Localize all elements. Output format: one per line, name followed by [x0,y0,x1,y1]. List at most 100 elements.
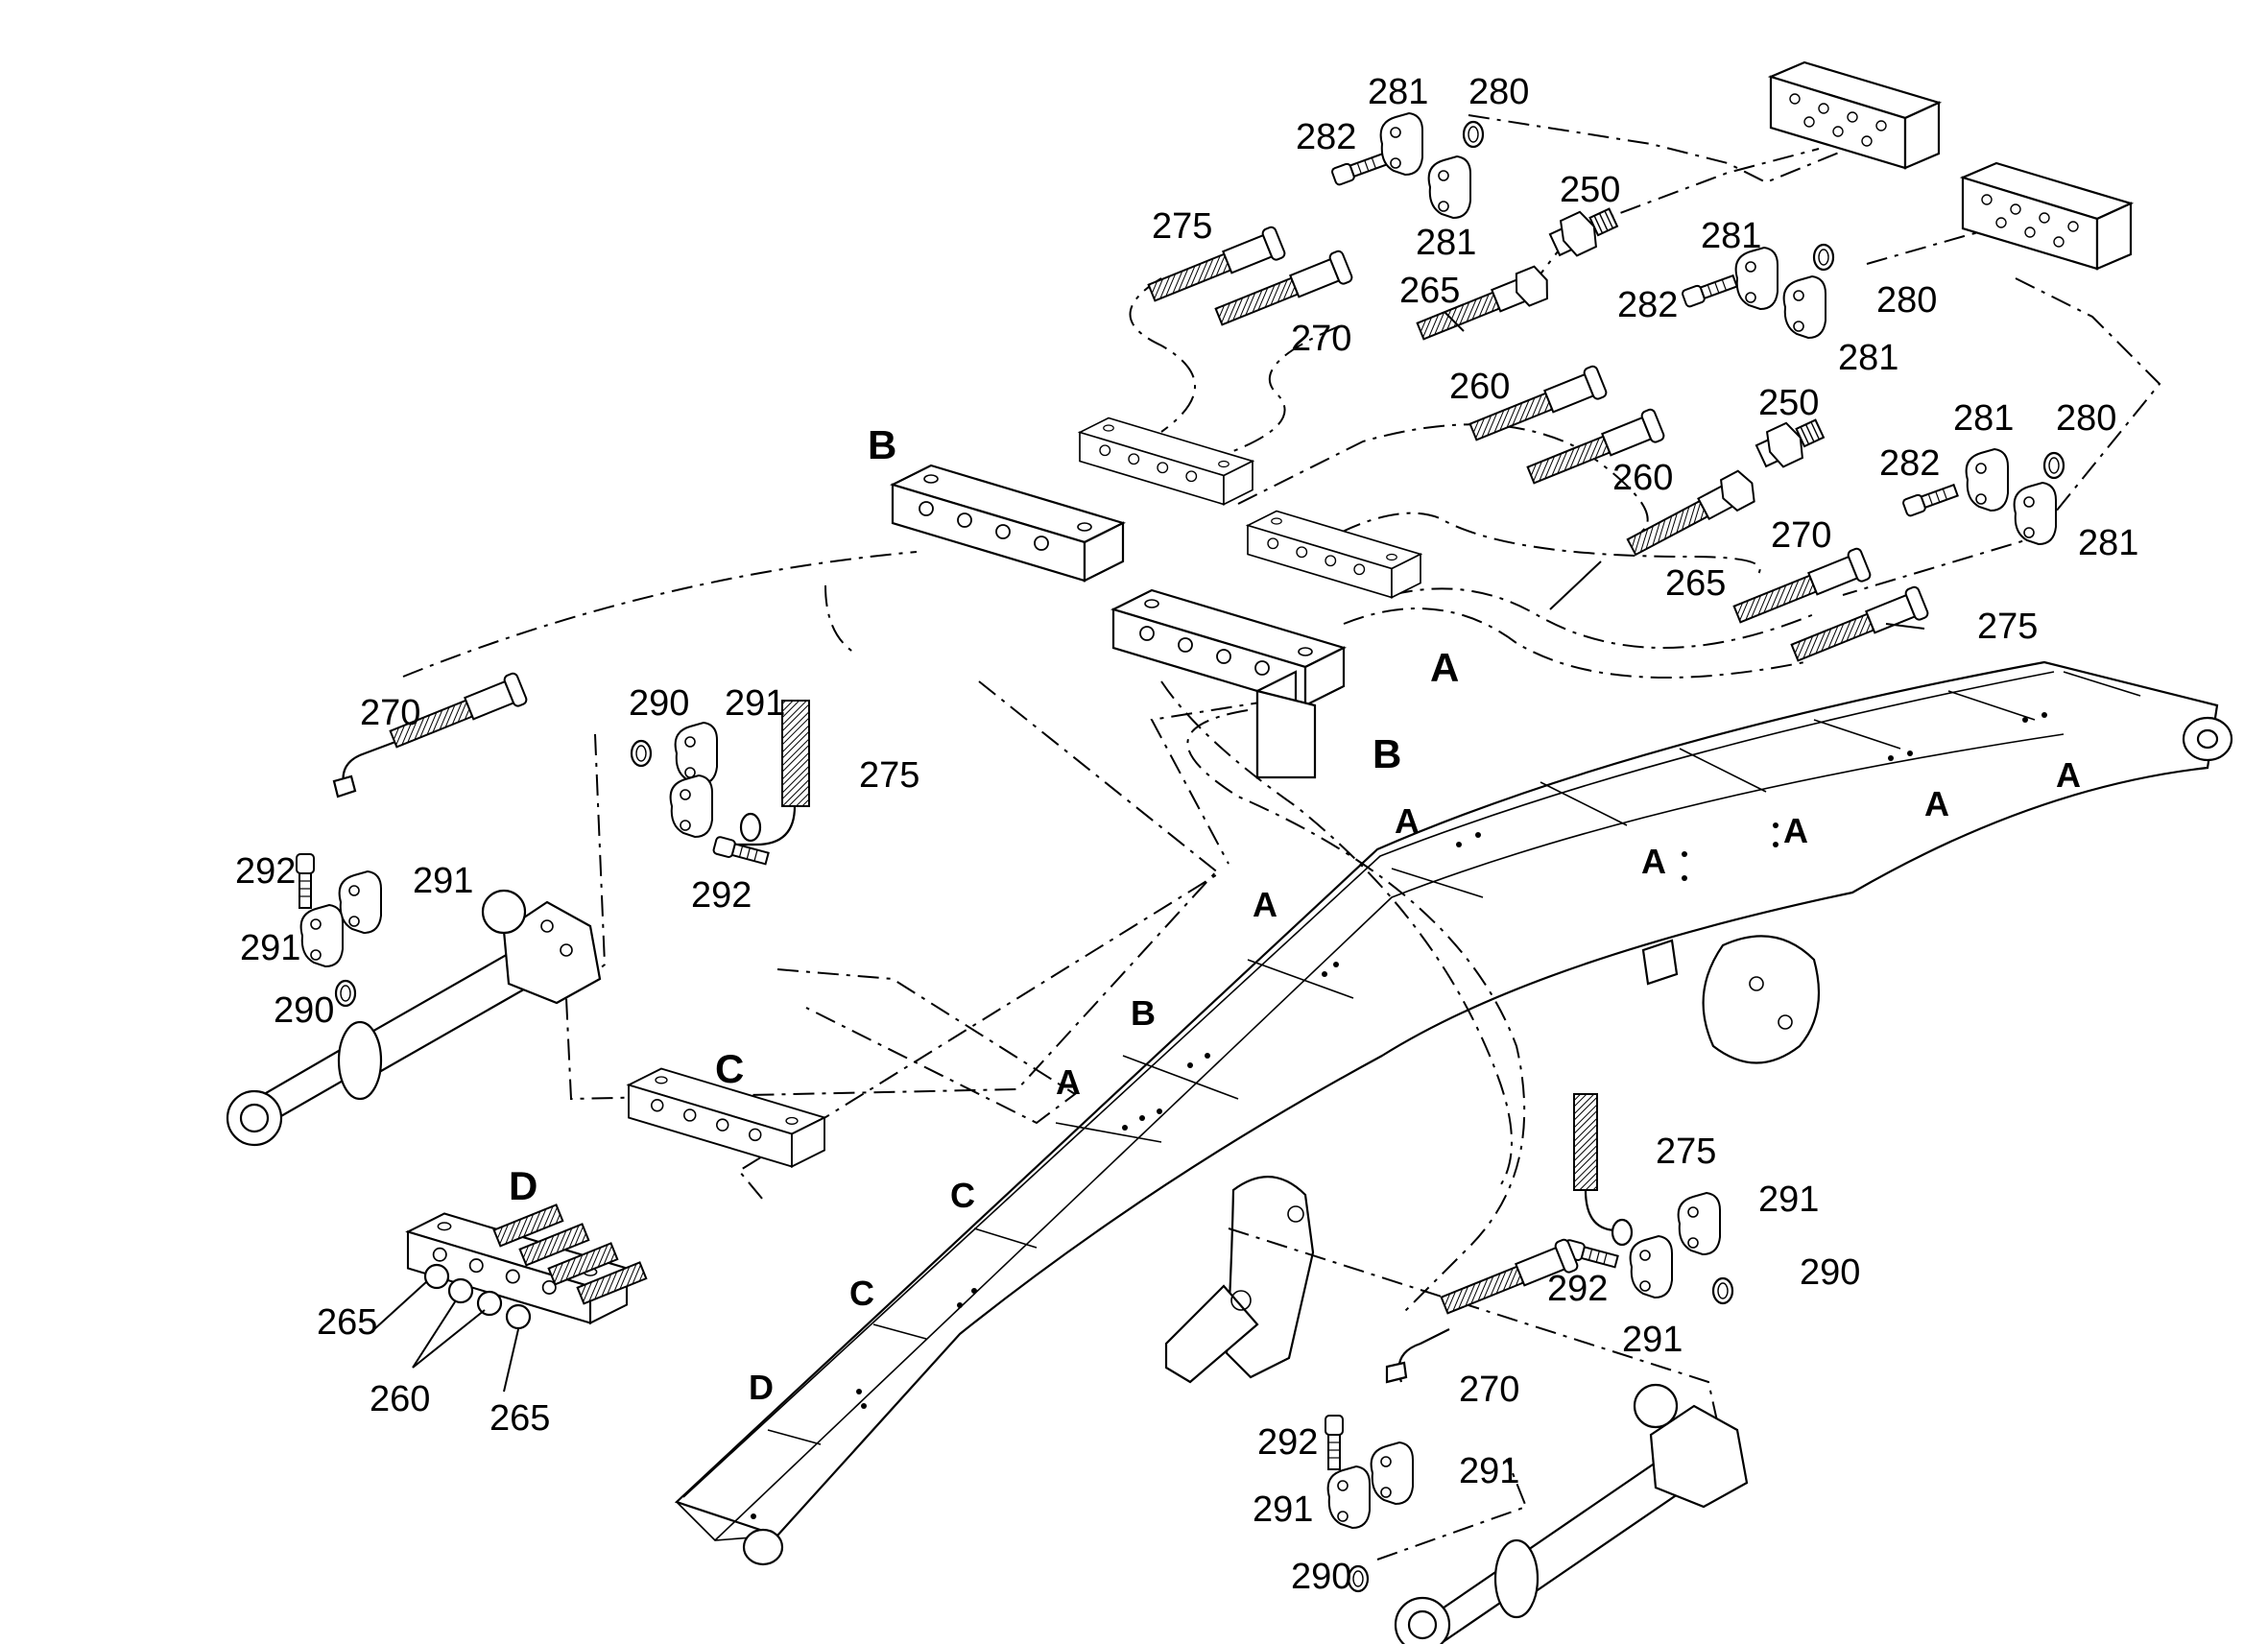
o-ring-280-c [2042,451,2065,480]
half-flange-281-e [1965,448,2009,512]
part-number-label-c28: 291 [725,683,785,724]
part-number-label-c6: 281 [1416,223,1476,263]
section-label-c25: B [1373,731,1401,776]
part-number-label-c9: 282 [1617,285,1678,325]
half-flange-291-right-b [1629,1235,1673,1299]
part-number-label-c52: 291 [1758,1179,1819,1220]
half-flange-281-f [2013,482,2057,545]
part-number-label-c15: 281 [1953,398,2014,439]
part-number-label-c59: 291 [1253,1489,1313,1530]
part-number-label-c20: 281 [2078,523,2138,563]
manifold-block-lower [1961,161,2133,271]
hydraulic-cylinder-left [226,889,602,1147]
half-flange-291-right-d [1326,1465,1371,1529]
hose-270-lower [1730,546,1873,631]
half-flange-281-b [1427,155,1471,219]
hose-270-right [1385,1237,1580,1384]
half-flange-291-right-a [1677,1192,1721,1255]
boom-clip-brackets [751,671,2141,1519]
half-flange-281-c [1734,247,1779,310]
hydraulic-cylinder-right [1394,1383,1749,1644]
part-number-label-c39: 265 [489,1398,550,1439]
part-number-label-c18: 260 [1612,458,1673,498]
part-number-label-c54: 290 [1800,1252,1860,1293]
section-label-c42: A [1783,811,1808,850]
o-ring-280-b [1812,243,1835,272]
fittings-260-265-d-block [423,1203,648,1330]
section-label-c24: A [1430,645,1459,690]
clamp-block-a-side [1255,670,1317,779]
part-number-label-c19: 270 [1771,515,1831,556]
o-ring-280-a [1462,120,1485,149]
part-number-label-c17: 282 [1879,443,1940,484]
part-number-label-c30: 292 [235,851,296,892]
part-number-label-c13: 260 [1449,367,1510,407]
clamp-block-b-small [1079,417,1253,506]
hose-275-left [737,700,810,846]
manifold-block-upper [1769,60,1941,170]
clamp-block-b-upper [891,464,1125,583]
section-label-c50: D [749,1368,774,1407]
part-number-label-c4: 250 [1560,170,1620,210]
bolt-282-b [1680,272,1739,309]
bolt-292-right-b [1325,1415,1344,1470]
part-number-label-c27: 290 [629,683,689,724]
part-number-label-c55: 291 [1622,1320,1683,1360]
part-number-label-c37: 265 [317,1302,377,1343]
section-label-c40: A [1395,801,1420,841]
section-label-c44: A [2056,755,2081,795]
half-flange-291-left-d [299,904,344,967]
part-number-label-c11: 270 [1291,319,1351,359]
part-number-label-c21: 265 [1665,563,1726,604]
clamp-block-a-lower [1111,588,1346,707]
leader-lines [373,311,1925,1393]
part-number-label-c1: 281 [1368,72,1428,112]
half-flange-281-d [1782,275,1826,339]
bolt-292-left-a [711,835,771,869]
part-number-label-c53: 292 [1547,1269,1608,1309]
part-number-label-c33: 291 [240,928,300,968]
part-number-label-c8: 265 [1399,271,1460,311]
section-label-c23: B [868,422,896,467]
part-number-label-c22: 275 [1977,607,2038,647]
section-label-c45: A [1253,885,1277,924]
section-label-c41: A [1641,842,1666,881]
section-label-c48: C [950,1176,975,1215]
part-number-label-c3: 282 [1296,117,1356,157]
part-number-label-c51: 275 [1656,1132,1716,1172]
part-number-label-c34: 290 [274,990,334,1031]
section-label-c36: D [509,1163,537,1208]
part-number-label-c32: 292 [691,875,752,916]
boom-arm [674,660,2233,1566]
o-ring-290-left-a [630,739,653,768]
o-ring-290-left-b [334,979,357,1008]
half-flange-291-left-c [338,870,382,934]
o-ring-290-right-a [1711,1276,1734,1305]
bolt-282-c [1900,481,1960,518]
part-number-label-c60: 290 [1291,1557,1351,1597]
part-number-label-c58: 291 [1459,1451,1519,1491]
part-number-label-c5: 275 [1152,206,1212,247]
half-flange-281-a [1379,112,1423,176]
section-label-c43: A [1924,784,1949,823]
hose-275-right [1573,1093,1634,1247]
section-label-c46: B [1131,993,1156,1033]
part-number-label-c12: 281 [1838,338,1898,378]
part-number-label-c14: 250 [1758,383,1819,423]
part-number-label-c26: 270 [360,693,420,733]
section-label-c35: C [715,1046,744,1091]
part-number-label-c31: 291 [413,861,473,901]
half-flange-291-left-a [674,722,718,785]
part-number-label-c57: 292 [1257,1422,1318,1463]
bolt-292-left-b [296,853,315,909]
part-number-label-c7: 281 [1701,216,1761,256]
section-label-c47: A [1056,1062,1081,1102]
part-number-label-c16: 280 [2056,398,2116,439]
part-number-label-c29: 275 [859,755,919,796]
half-flange-291-right-c [1370,1441,1414,1505]
callout-labels: 281 280 282 250 275 281 281 265 282 280 270 281 260 2… [235,72,2138,1597]
half-flange-291-left-b [669,774,713,838]
part-number-label-c2: 280 [1468,72,1529,112]
part-number-label-c10: 280 [1876,280,1937,321]
